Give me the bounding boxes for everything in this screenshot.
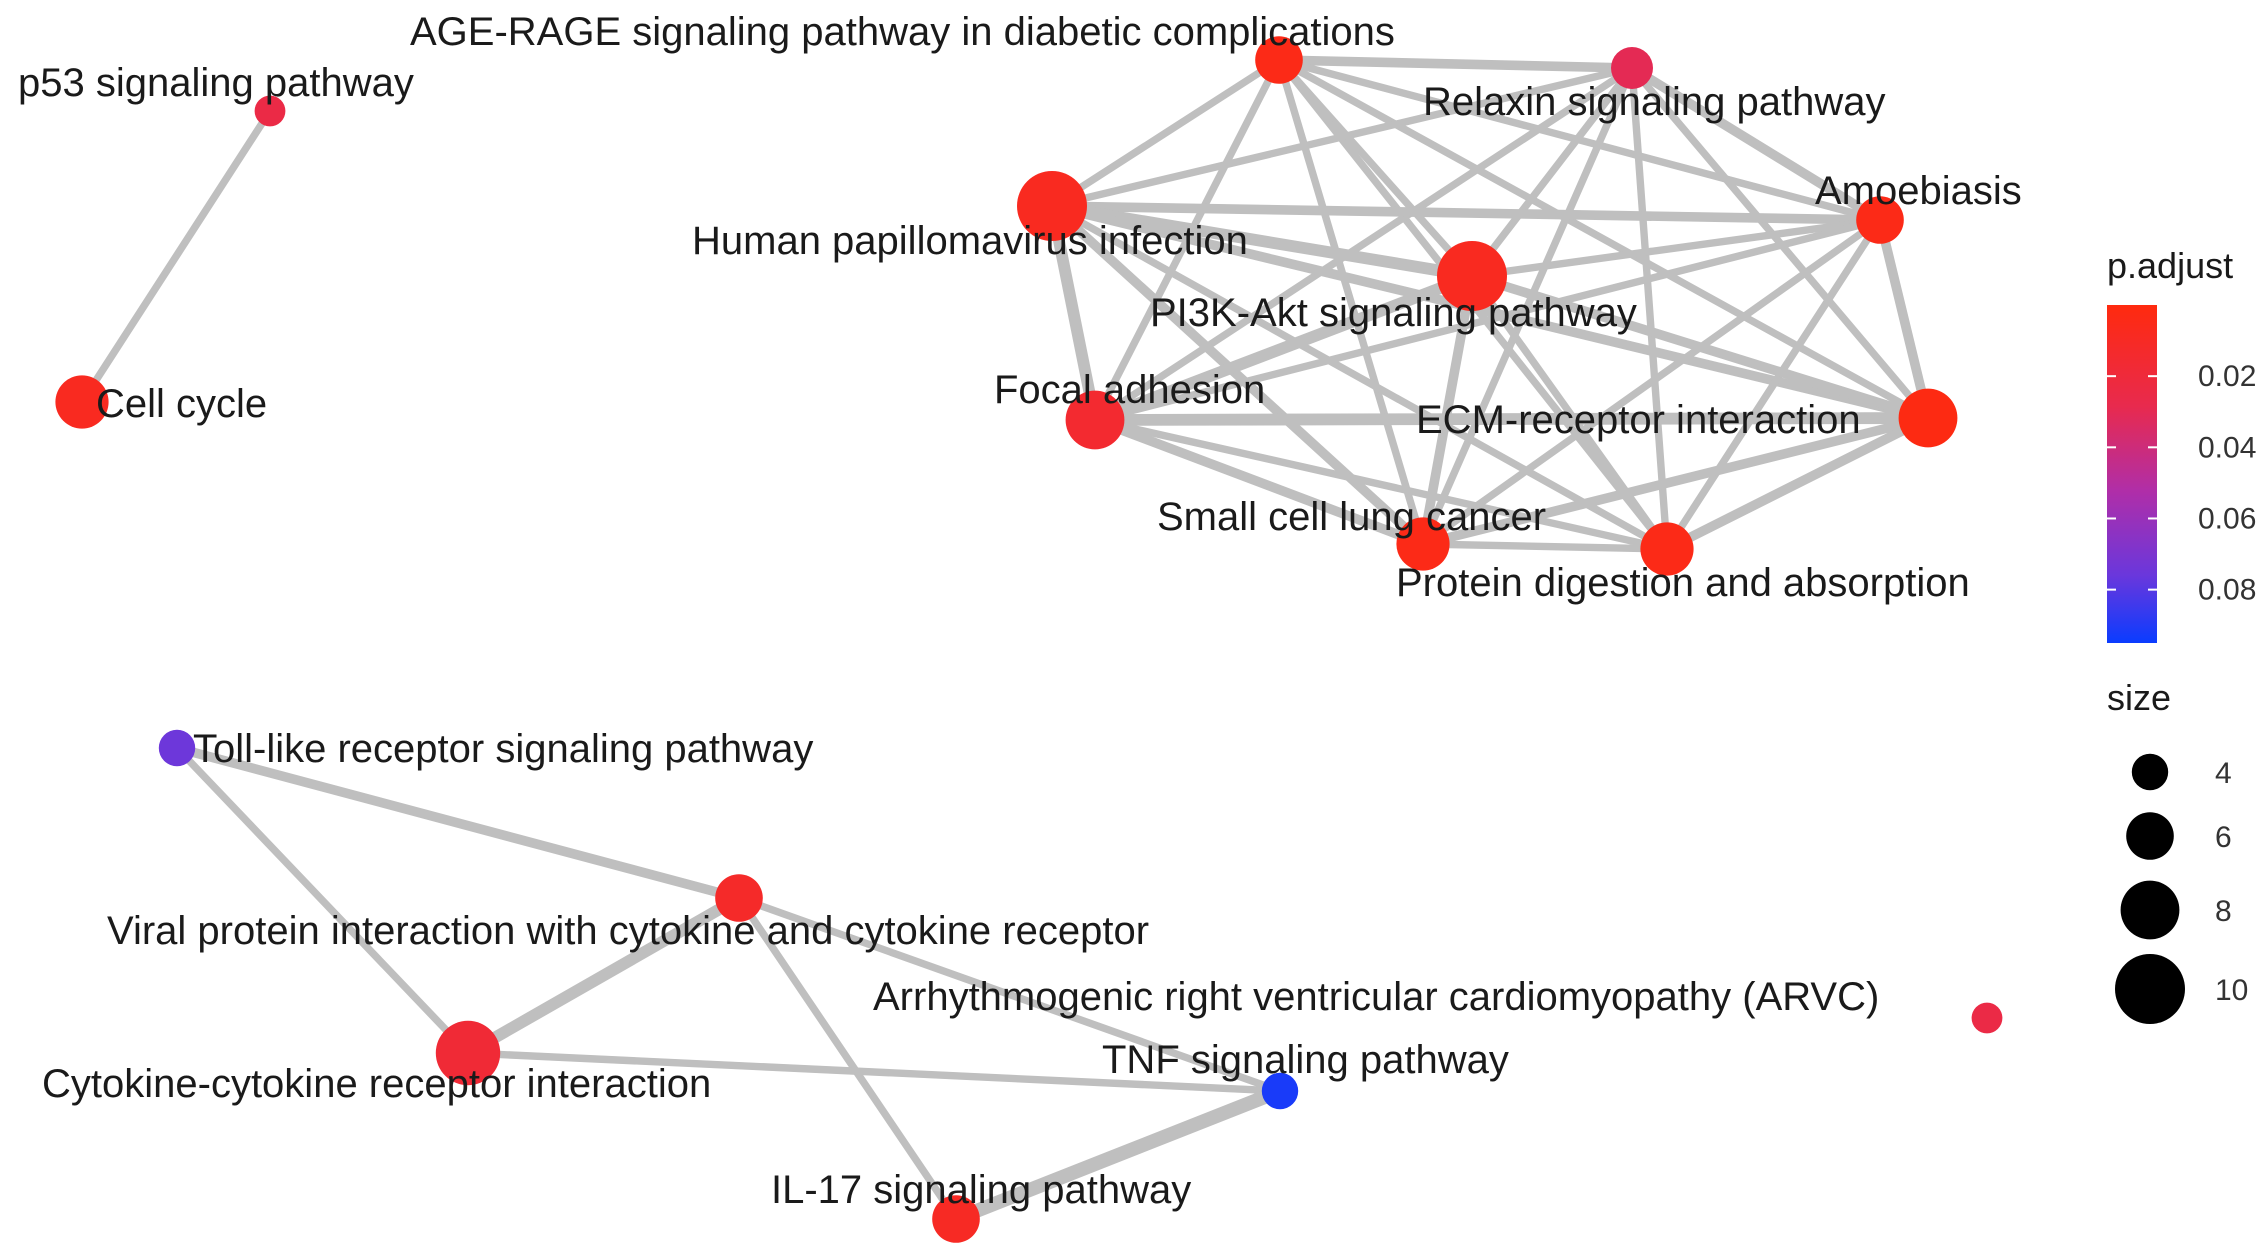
color-bar xyxy=(2107,305,2157,643)
edge-viral-il17 xyxy=(735,894,960,1223)
color-ticks: 0.02 0.04 0.06 0.08 xyxy=(2107,360,2256,607)
edge-hpv-ecm xyxy=(1047,201,1933,423)
color-tick-label: 0.04 xyxy=(2198,431,2256,464)
size-legend-label: 4 xyxy=(2215,757,2232,790)
edge-relaxin-protein xyxy=(1628,64,1671,553)
node-ecm[interactable] xyxy=(1898,388,1958,448)
edge-tnf-il17 xyxy=(949,1084,1287,1226)
edge-viral-tnf xyxy=(735,894,1284,1095)
edge-hpv-amoeb xyxy=(1047,201,1885,225)
node-label-focal: Focal adhesion xyxy=(994,368,1265,412)
nodes-layer xyxy=(55,36,2003,1243)
node-arvc[interactable] xyxy=(1971,1002,2003,1034)
legend: p.adjust 0.02 0.04 0.06 0.08 size 4 6 8 10 xyxy=(2107,245,2256,1024)
edge-amoeb-sclc xyxy=(1419,216,1884,548)
node-agerage[interactable] xyxy=(1255,36,1303,84)
edge-pi3k-focal xyxy=(1089,270,1478,426)
node-tnf[interactable] xyxy=(1261,1072,1299,1110)
node-label-tlr: Toll-like receptor signaling pathway xyxy=(193,727,813,771)
color-tick-label: 0.08 xyxy=(2198,574,2256,607)
edge-tlr-cytokine xyxy=(173,744,472,1057)
node-cellcycle[interactable] xyxy=(55,375,109,429)
node-label-tnf: TNF signaling pathway xyxy=(1102,1038,1509,1082)
size-legend-label: 10 xyxy=(2215,974,2248,1007)
edge-ecm-sclc xyxy=(1418,413,1933,549)
size-legend-dot xyxy=(2120,880,2180,940)
node-label-p53: p53 signaling pathway xyxy=(18,61,414,105)
node-p53[interactable] xyxy=(254,95,286,127)
edge-relaxin-hpv xyxy=(1048,64,1636,210)
edge-agerage-hpv xyxy=(1048,56,1283,210)
node-label-hpv: Human papillomavirus infection xyxy=(692,219,1248,263)
node-tlr[interactable] xyxy=(158,729,196,767)
edge-tlr-viral xyxy=(172,743,744,903)
edge-focal-ecm xyxy=(1089,412,1934,426)
node-focal[interactable] xyxy=(1065,390,1125,450)
edge-amoeb-pi3k xyxy=(1468,216,1884,280)
edge-agerage-relaxin xyxy=(1274,55,1637,73)
node-label-relaxin: Relaxin signaling pathway xyxy=(1423,80,1886,124)
edge-amoeb-protein xyxy=(1663,216,1884,553)
edge-amoeb-focal xyxy=(1091,216,1884,424)
size-legend-label: 6 xyxy=(2215,821,2232,854)
edge-cytokine-tnf xyxy=(464,1049,1284,1095)
node-amoeb[interactable] xyxy=(1856,196,1904,244)
edge-agerage-ecm xyxy=(1275,56,1932,422)
edge-ecm-protein xyxy=(1662,413,1933,554)
node-label-pi3k: PI3K-Akt signaling pathway xyxy=(1150,291,1637,335)
node-sclc[interactable] xyxy=(1396,517,1450,571)
edge-viral-cytokine xyxy=(462,892,745,1059)
edge-p53-cellcycle xyxy=(78,107,274,406)
size-legend-title: size xyxy=(2107,677,2171,718)
node-il17[interactable] xyxy=(932,1195,980,1243)
node-label-cytokine: Cytokine-cytokine receptor interaction xyxy=(42,1062,711,1106)
edge-relaxin-amoeb xyxy=(1627,63,1885,225)
edge-amoeb-ecm xyxy=(1875,215,1933,423)
edge-hpv-focal xyxy=(1046,200,1101,426)
node-label-sclc: Small cell lung cancer xyxy=(1157,495,1546,539)
edge-relaxin-pi3k xyxy=(1468,64,1636,280)
node-label-cellcycle: Cell cycle xyxy=(96,382,267,426)
node-label-il17: IL-17 signaling pathway xyxy=(771,1168,1191,1212)
edge-agerage-sclc xyxy=(1275,56,1427,548)
size-legend-dot xyxy=(2115,954,2185,1024)
edge-hpv-sclc xyxy=(1047,201,1428,549)
edge-pi3k-protein xyxy=(1468,272,1671,553)
node-label-protein: Protein digestion and absorption xyxy=(1396,561,1970,605)
node-relaxin[interactable] xyxy=(1611,47,1653,89)
node-label-ecm: ECM-receptor interaction xyxy=(1416,398,1861,442)
node-label-agerage: AGE-RAGE signaling pathway in diabetic c… xyxy=(410,10,1395,54)
node-label-viral: Viral protein interaction with cytokine … xyxy=(107,909,1149,953)
node-label-arvc: Arrhythmogenic right ventricular cardiom… xyxy=(873,975,1879,1019)
edge-hpv-pi3k xyxy=(1046,200,1478,282)
node-protein[interactable] xyxy=(1640,522,1694,576)
edge-focal-sclc xyxy=(1090,415,1428,549)
size-legend-dot xyxy=(2131,753,2169,791)
size-legend-label: 8 xyxy=(2215,895,2232,928)
edge-sclc-protein xyxy=(1419,540,1671,553)
node-hpv[interactable] xyxy=(1017,171,1087,241)
node-label-amoeb: Amoebiasis xyxy=(1815,169,2022,213)
node-viral[interactable] xyxy=(715,874,763,922)
edge-pi3k-ecm xyxy=(1467,271,1933,423)
size-legend-dot xyxy=(2126,812,2174,860)
color-tick-label: 0.02 xyxy=(2198,360,2256,393)
edge-focal-protein xyxy=(1091,416,1671,553)
edge-hpv-protein xyxy=(1048,202,1671,553)
node-cytokine[interactable] xyxy=(435,1020,501,1086)
size-ticks: 4 6 8 10 xyxy=(2115,753,2248,1024)
edges-layer xyxy=(78,55,1934,1226)
edge-relaxin-focal xyxy=(1091,64,1636,424)
color-tick-label: 0.06 xyxy=(2198,502,2256,535)
node-pi3k[interactable] xyxy=(1437,241,1507,311)
color-legend-title: p.adjust xyxy=(2107,245,2233,286)
